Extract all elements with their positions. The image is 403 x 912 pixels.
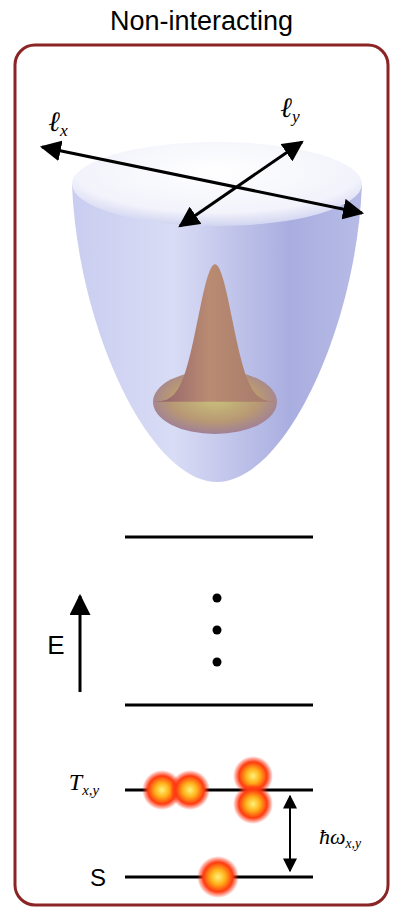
- length-label: ℓy: [280, 94, 299, 126]
- trap-bowl: [72, 185, 362, 482]
- ellipsis-dot: [213, 658, 222, 667]
- orbital-blob: [197, 856, 239, 898]
- density-peak: [153, 264, 277, 401]
- level-label: S: [90, 866, 106, 890]
- length-arrow: [180, 142, 302, 226]
- level-label: Tx,y: [69, 770, 99, 797]
- ellipsis-dot: [213, 626, 222, 635]
- orbital-blob: [170, 770, 210, 810]
- length-label: ℓx: [48, 108, 67, 140]
- ellipsis-dot: [213, 594, 222, 603]
- gap-label: ħωx,y: [319, 826, 361, 851]
- gap-arrow: [289, 796, 291, 871]
- energy-axis: [79, 596, 82, 692]
- length-arrow: [42, 147, 362, 213]
- panel-frame: [15, 45, 388, 905]
- orbital-blob: [233, 784, 273, 824]
- axis-label: E: [47, 632, 64, 658]
- energy-level: [125, 536, 313, 539]
- energy-level: [125, 704, 313, 707]
- panel-title: Non-interacting: [0, 6, 403, 37]
